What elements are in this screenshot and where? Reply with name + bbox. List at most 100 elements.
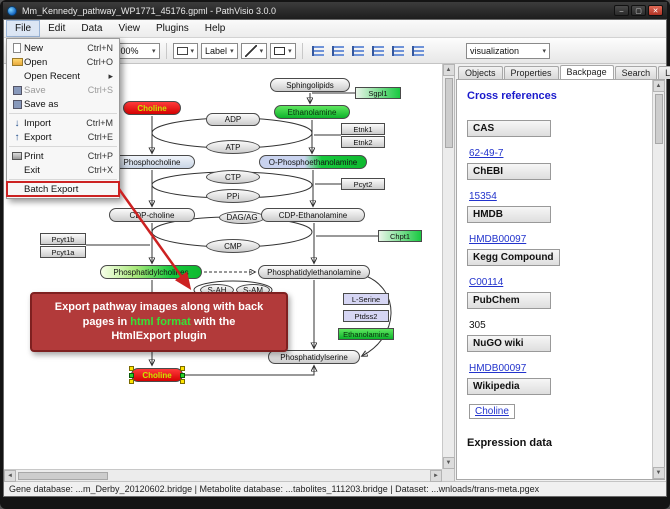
pathway-node-phosphatidylethanolamine[interactable]: Phosphatidylethanolamine [258,265,370,279]
line-tool-dropdown[interactable]: ▾ [240,42,268,59]
crossref-value-link[interactable]: 15354 [469,191,497,202]
menu-edit[interactable]: Edit [48,23,66,34]
pathway-node-cdp-ethanolamine[interactable]: CDP-Ethanolamine [261,208,365,222]
scroll-down-icon[interactable]: ▼ [442,457,455,469]
crossref-value-link[interactable]: Choline [469,404,515,419]
menu-help[interactable]: Help [204,23,226,34]
scroll-up-icon[interactable]: ▲ [652,80,665,92]
selection-handle[interactable] [129,373,134,378]
pathway-node-atp[interactable]: ATP [206,140,260,154]
scrollbar-thumb[interactable] [444,78,453,148]
tab-objects[interactable]: Objects [458,66,503,79]
pathway-node-ctp[interactable]: CTP [206,170,260,184]
menu-separator [9,146,117,147]
pathway-node-o-phosphoethanolamine[interactable]: O-Phosphoethanolamine [259,155,367,169]
align-center-y-icon [331,45,344,56]
pathway-node-etnk1[interactable]: Etnk1 [341,123,385,135]
shape-tool-icon [274,46,286,55]
align-center-x-button[interactable] [309,42,327,60]
close-button[interactable]: ✕ [648,5,663,16]
file-menu-item-batch-export[interactable]: Batch Export [6,181,120,197]
pathway-node-choline-top[interactable]: Choline [123,101,181,115]
pathway-node-l-serine[interactable]: L-Serine [343,293,389,305]
canvas-horizontal-scrollbar[interactable]: ◄ ► [4,469,442,482]
pathway-node-cdp-choline[interactable]: CDP-choline [109,208,195,222]
pathway-node-ppi[interactable]: PPi [206,189,260,203]
chevron-down-icon: ▾ [259,47,264,55]
tab-properties[interactable]: Properties [503,66,559,79]
tab-legend[interactable]: Legend [658,66,670,79]
file-menu-item-open-recent[interactable]: Open Recent▸ [7,69,119,83]
pathway-node-phosphatidylserine[interactable]: Phosphatidylserine [268,350,360,364]
crossref-value-link[interactable]: HMDB00097 [469,234,527,245]
scrollbar-thumb[interactable] [654,94,663,144]
selection-handle[interactable] [129,379,134,384]
canvas-vertical-scrollbar[interactable]: ▲ ▼ [442,64,455,469]
pathway-node-sphingolipids[interactable]: Sphingolipids [270,78,350,92]
selection-handle[interactable] [180,379,185,384]
pathway-node-choline-bottom[interactable]: Choline [129,366,185,384]
pathway-node-pcyt1b[interactable]: Pcyt1b [40,233,86,245]
label-template-dropdown[interactable]: Label ▾ [201,42,238,59]
common-width-button[interactable] [389,42,407,60]
visualization-dropdown[interactable]: visualization ▾ [466,42,550,59]
tab-backpage[interactable]: Backpage [559,65,614,79]
pathway-node-etnk2[interactable]: Etnk2 [341,136,385,148]
sidepanel-scrollbar[interactable]: ▲ ▼ [652,80,665,479]
folder-icon [10,58,24,66]
pathway-node-ethanolamine-right[interactable]: Ethanolamine [338,328,394,340]
align-top-button[interactable] [369,42,387,60]
titlebar[interactable]: Mm_Kennedy_pathway_WP1771_45176.gpml - P… [3,2,667,19]
save-icon [10,99,24,109]
menu-shortcut: Ctrl+O [86,57,113,67]
menu-view[interactable]: View [118,23,140,34]
crossref-value-link[interactable]: 62-49-7 [469,148,504,159]
pathway-node-chpt1[interactable]: Chpt1 [378,230,422,242]
align-center-y-button[interactable] [329,42,347,60]
pathway-node-pcyt2[interactable]: Pcyt2 [341,178,385,190]
maximize-button[interactable]: ▢ [631,5,646,16]
scroll-down-icon[interactable]: ▼ [652,467,665,479]
menu-data[interactable]: Data [81,23,103,34]
pathway-node-cmp[interactable]: CMP [206,239,260,253]
scrollbar-thumb[interactable] [18,471,108,480]
pathway-node-adp[interactable]: ADP [206,113,260,126]
menu-plugins[interactable]: Plugins [155,23,189,34]
file-menu-item-save-as[interactable]: Save as [7,97,119,111]
pathway-node-ptdss2[interactable]: Ptdss2 [343,310,389,322]
pathway-node-phosphatidylcholines[interactable]: Phosphatidylcholines [100,265,202,279]
menu-file[interactable]: File [6,20,41,37]
zoom-dropdown[interactable]: 100% ▾ [111,42,160,59]
crossref-value-link[interactable]: HMDB00097 [469,363,527,374]
crossref-source-name: Kegg Compound [467,249,560,266]
scroll-left-icon[interactable]: ◄ [4,469,16,482]
crossref-value-link[interactable]: C00114 [469,277,504,288]
pathway-node-pcyt1a[interactable]: Pcyt1a [40,246,86,258]
selection-handle[interactable] [180,373,185,378]
scroll-right-icon[interactable]: ► [430,469,442,482]
minimize-button[interactable]: – [614,5,629,16]
pathway-node-sgpl1[interactable]: Sgpl1 [355,87,401,99]
pathway-node-dag-ag[interactable]: DAG/AG [219,211,265,224]
shape-tool-dropdown[interactable]: ▾ [270,42,296,59]
pathway-node-ethanolamine-top[interactable]: Ethanolamine [274,105,350,119]
selection-handle[interactable] [129,366,134,371]
datanode-template-dropdown[interactable]: ▾ [172,42,199,59]
pathway-node-phosphocholine[interactable]: Phosphocholine [109,155,195,169]
align-left-button[interactable] [349,42,367,60]
common-height-button[interactable] [409,42,427,60]
scroll-up-icon[interactable]: ▲ [442,64,455,76]
selection-handle[interactable] [180,366,185,371]
tab-search[interactable]: Search [614,66,658,79]
page-icon [10,43,24,53]
